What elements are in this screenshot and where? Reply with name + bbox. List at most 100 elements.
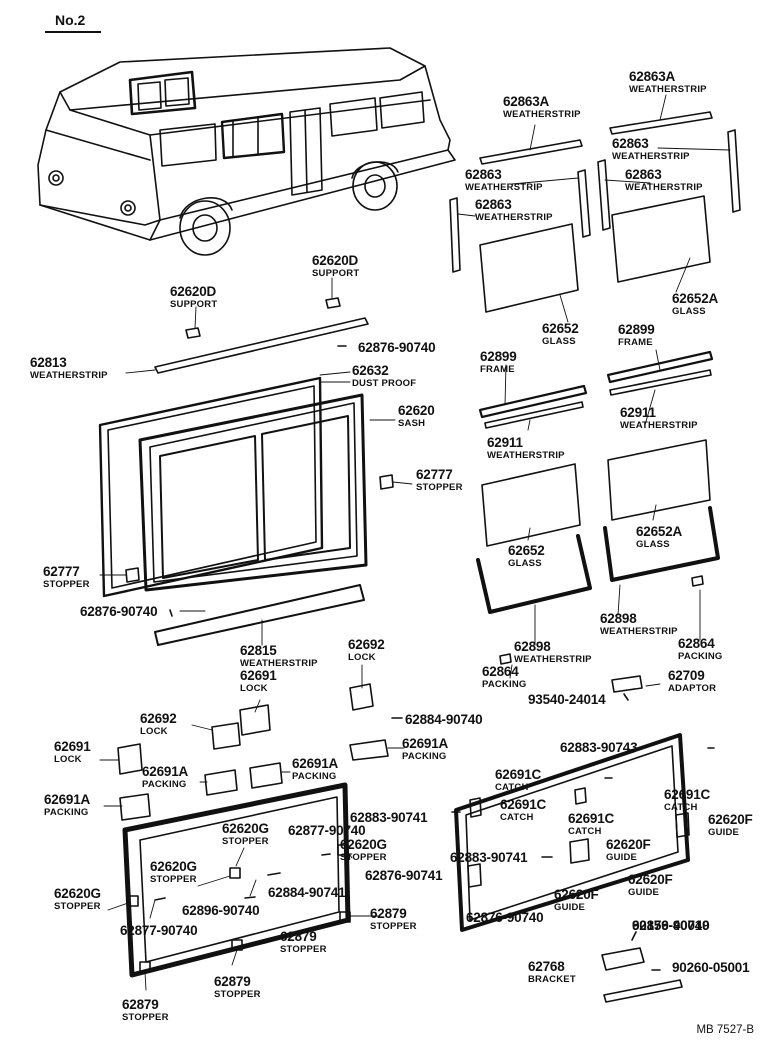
part-name: LOCK	[348, 651, 376, 663]
part-name: STOPPER	[370, 920, 417, 932]
part-number: 62896-90740	[182, 903, 260, 918]
part-number: 62691A	[292, 756, 339, 771]
part-number: 62815	[240, 643, 277, 658]
part-name: STOPPER	[150, 873, 197, 885]
part-number: 62691A	[142, 764, 189, 779]
lower-glass-assembly	[476, 350, 720, 701]
lock-parts	[117, 683, 403, 821]
part-name: PACKING	[482, 678, 527, 690]
part-number: 62877-90740	[288, 823, 366, 838]
part-name: WEATHERSTRIP	[475, 211, 553, 223]
part-number: 62876-90741	[365, 868, 443, 883]
part-number: 62864	[678, 636, 715, 651]
part-callout: 93540-24014	[528, 692, 606, 708]
part-name: LOCK	[240, 682, 268, 694]
part-number: 62620G	[54, 886, 101, 901]
part-number: 62691C	[664, 787, 711, 802]
part-number: 62884-90741	[268, 885, 346, 900]
part-number: 62691	[240, 668, 277, 683]
part-number: 62863	[465, 167, 502, 182]
part-name: WEATHERSTRIP	[600, 625, 678, 637]
part-number: 62692	[140, 711, 177, 726]
part-name: GUIDE	[708, 826, 740, 838]
part-callout: 62884-90741	[268, 885, 346, 901]
part-name: LOCK	[140, 725, 168, 737]
part-name: WEATHERSTRIP	[620, 419, 698, 431]
part-callout: 62876-90741	[365, 868, 443, 884]
part-name: PACKING	[678, 650, 723, 662]
part-number: 62883-90741	[450, 850, 528, 865]
part-number: 62883-90743	[560, 740, 638, 755]
part-name: WEATHERSTRIP	[30, 369, 108, 381]
part-number: 62876-90740	[358, 340, 436, 355]
part-name: STOPPER	[43, 578, 90, 590]
part-callout: 62876-90740	[632, 918, 710, 934]
part-name: PACKING	[44, 806, 89, 818]
title-underline	[45, 31, 101, 33]
part-number: 62691C	[500, 797, 547, 812]
part-number: 62620	[398, 403, 435, 418]
part-name: LOCK	[54, 753, 82, 765]
part-number: 62863A	[629, 69, 676, 84]
lower-left-frame	[122, 782, 351, 978]
part-callout: 62876-90740	[466, 910, 544, 926]
part-number: 62813	[30, 355, 67, 370]
part-number: 62883-90741	[350, 810, 428, 825]
part-number: 62652A	[672, 291, 719, 306]
part-number: 62620G	[222, 821, 269, 836]
part-callout: 62877-90740	[288, 823, 366, 839]
part-number: 62620D	[312, 253, 359, 268]
part-name: GLASS	[636, 538, 670, 550]
part-callout: 90159-40019	[632, 918, 710, 934]
part-number: 62863	[612, 136, 649, 151]
part-number: 62911	[620, 405, 656, 420]
part-callout: 62876-90740	[358, 340, 436, 356]
part-name: PACKING	[402, 750, 447, 762]
part-number: 62863A	[503, 94, 550, 109]
part-number: 62620D	[170, 284, 217, 299]
part-callout: 62883-90743	[560, 740, 638, 756]
part-number: 62879	[122, 997, 159, 1012]
part-number: 62691C	[568, 811, 615, 826]
part-name: STOPPER	[122, 1011, 169, 1023]
part-number: 62876-90740	[80, 604, 158, 619]
part-number: 62879	[214, 974, 251, 989]
part-number: 62652A	[636, 524, 683, 539]
part-callout: 62883-90741	[450, 850, 528, 866]
part-number: 62620F	[606, 837, 651, 852]
part-name: WEATHERSTRIP	[625, 181, 703, 193]
part-name: STOPPER	[214, 988, 261, 1000]
part-name: WEATHERSTRIP	[612, 150, 690, 162]
part-number: 62863	[475, 197, 512, 212]
sash-assembly	[98, 376, 394, 646]
part-callout: 90260-05001	[672, 960, 750, 976]
part-name: GLASS	[542, 335, 576, 347]
part-name: CATCH	[500, 811, 534, 823]
part-number: 62879	[370, 906, 407, 921]
part-callout: 62877-90740	[120, 923, 198, 939]
part-number: 62620F	[554, 887, 599, 902]
part-name: STOPPER	[340, 851, 387, 863]
part-number: 62879	[280, 929, 317, 944]
